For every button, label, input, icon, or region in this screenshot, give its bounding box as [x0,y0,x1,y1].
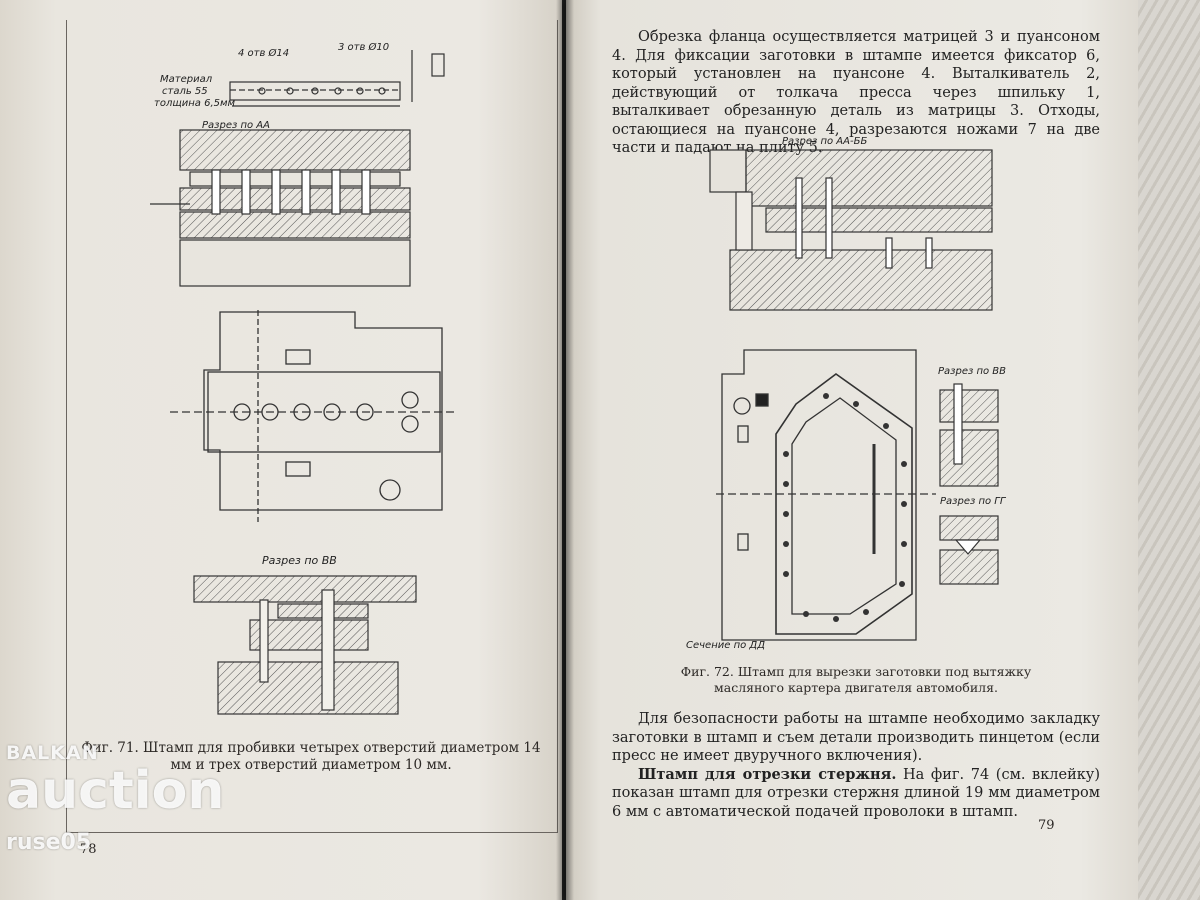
intro-text: Обрезка фланца осуществляется матрицей 3… [612,29,1100,156]
left-page: 4 отв Ø14 3 отв Ø10 Материал сталь 55 то… [0,0,562,900]
rod-die-heading: Штамп для отрезки стержня. [638,765,897,783]
body-paragraphs: Для безопасности работы на штампе необхо… [612,710,1100,821]
figure-72-caption: Фиг. 72. Штамп для вырезки заготовки под… [680,664,1032,695]
blank-part-drawing [150,40,450,115]
right-page-number: 79 [1038,818,1055,833]
section-vv-label-right: Разрез по ВВ [938,366,1007,377]
watermark: BALKAN auction ruse05 [6,742,224,855]
holes10-label: 3 отв Ø10 [338,42,390,53]
left-page-frame [66,20,558,833]
watermark-line2: auction [6,761,225,821]
thickness-label: толщина 6,5мм [154,98,236,109]
page-stack-edge [1138,0,1200,900]
die-section-vv-drawing [190,570,420,720]
section-gg-label: Разрез по ГГ [940,496,1006,507]
intro-paragraph: Обрезка фланца осуществляется матрицей 3… [612,28,1100,158]
section-dd-label: Сечение по ДД [686,640,766,651]
safety-paragraph: Для безопасности работы на штампе необхо… [612,711,1100,764]
section-vv-label-left: Разрез по ВВ [262,554,337,567]
rod-die-body: На фиг. 74 (см. вклейку) показан штамп д… [612,766,1100,820]
watermark-line3: ruse05 [6,830,92,855]
holes14-label: 4 отв Ø14 [238,48,290,59]
book-gutter [556,0,574,900]
cutting-die-section-drawing [706,148,996,316]
die-section-aa-drawing [150,112,440,292]
watermark-line1: BALKAN [6,742,99,764]
section-vv-detail-drawing [938,380,1002,490]
section-aa-bb-label: Разрез по АА-ББ [782,136,868,147]
section-gg-detail-drawing [938,510,1002,586]
steel-label: сталь 55 [162,86,208,97]
figure-71-caption: Фиг. 71. Штамп для пробивки четырех отве… [81,740,541,773]
die-plan-view-drawing [160,300,460,530]
rod-die-paragraph: Штамп для отрезки стержня. На фиг. 74 (с… [612,766,1100,822]
material-label: Материал [160,74,213,85]
right-page: Обрезка фланца осуществляется матрицей 3… [566,0,1138,900]
section-aa-label: Разрез по АА [202,120,270,131]
left-page-number: 78 [80,842,97,857]
cutting-die-plan-drawing [716,344,936,644]
